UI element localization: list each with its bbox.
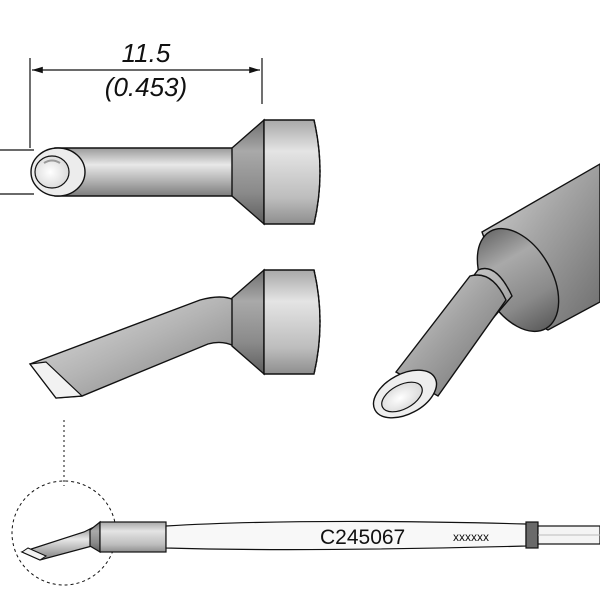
cartridge-band	[525, 521, 539, 549]
part-code: C245067	[320, 526, 405, 549]
tip-cavity	[34, 155, 70, 189]
cartridge-full-view: C245067 xxxxxx	[20, 520, 600, 561]
tip-cavity-perspective	[381, 381, 423, 413]
dimension-annotation: 11.5 (0.453)	[0, 38, 263, 195]
tip-perspective-view	[372, 163, 600, 419]
part-marking: xxxxxx	[453, 530, 489, 544]
dimension-value-inches: (0.453)	[105, 72, 187, 102]
tip-side-view-bent	[28, 268, 321, 399]
tip-side-view-straight	[30, 118, 321, 226]
dimension-value: 11.5	[122, 38, 171, 68]
